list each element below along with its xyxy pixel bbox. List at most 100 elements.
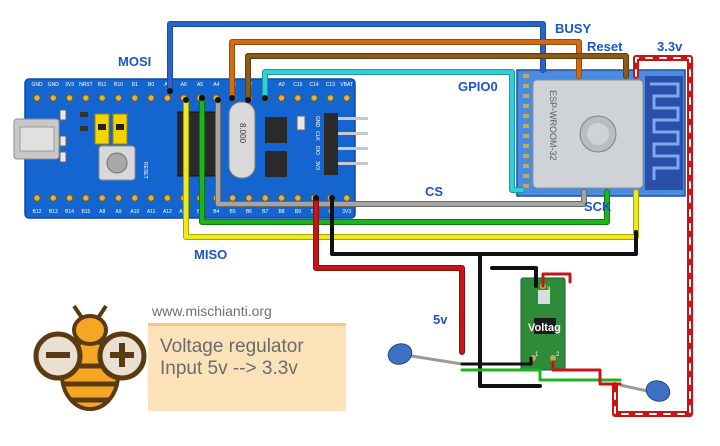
pin-label: A10 [130,209,139,215]
pin-label: B5 [230,209,236,215]
pin-pad [147,94,155,102]
svg-text:CLK: CLK [314,131,320,141]
pin-pad [65,94,74,102]
pin-label: B8 [278,209,284,215]
pin-pad [33,94,41,102]
pin-label: A11 [147,209,156,215]
wire-gnd [330,196,638,256]
label-3v3: 3.3v [657,39,683,54]
pin-pad [294,194,302,202]
wire-miso [184,98,638,239]
svg-text:2: 2 [556,352,560,358]
label-reset: Reset [587,39,623,54]
svg-text:8.000: 8.000 [238,123,247,144]
pin-label: C15 [293,82,302,88]
wires [167,21,693,417]
pin-pad [228,194,237,202]
label-miso: MISO [194,247,227,262]
pin-pad [343,94,351,102]
pin-label: 3V3 [65,82,74,88]
label-mosi: MOSI [118,54,151,69]
pin-label: NRST [79,82,93,88]
pin-pad [33,194,41,202]
pin-label: A0 [278,82,284,88]
pin-pad [131,194,139,202]
wire-mosi [168,22,545,93]
pin-pad [65,194,74,202]
pin-label: A8 [99,209,105,215]
stm32-board: RESET STM32F103C8 8.000 GND CLK DIO 3V3 [13,78,368,219]
pin-pad [49,94,57,102]
module-name: ESP-WROOM-32 [548,90,558,161]
pin-label: A9 [115,209,121,215]
pin-pad [245,194,253,202]
pin-pad [82,194,90,202]
label-sck: SCK [584,199,612,214]
note-text: Voltage regulator Input 5v --> 3.3v [160,336,304,380]
wire-ends [167,88,335,201]
svg-text:3: 3 [547,287,551,293]
pin-label: VBAT [340,82,353,88]
pin-pad [114,194,123,202]
pin-pad [147,194,155,202]
pin-pad [98,94,106,102]
reset-label: RESET [142,162,148,179]
pin-pad [98,194,106,202]
pin-label: B0 [148,82,154,88]
pin-label: C13 [326,82,335,88]
pin-label: A12 [163,209,172,215]
esp32-module: ESP-WROOM-32 [516,69,686,197]
label-5v: 5v [433,312,448,327]
pin-label: B10 [114,82,123,88]
wire-sck [200,96,609,224]
note-box: Voltage regulator Input 5v --> 3.3v [148,323,346,411]
bee-logo [33,304,147,411]
svg-text:1: 1 [535,352,539,358]
pin-label: B12 [33,209,42,215]
label-gpio0: GPIO0 [458,79,498,94]
svg-text:DIO: DIO [314,146,320,155]
pin-pad [114,94,123,102]
website-label: www.mischianti.org [152,303,272,319]
pin-label: GND [31,82,43,88]
pin-label: B6 [246,209,252,215]
wire-5v [314,196,464,354]
wire-gpio0 [263,70,524,192]
swd-header: GND CLK DIO 3V3 [314,113,368,175]
svg-text:GND: GND [314,116,320,128]
pin-pad [310,94,318,102]
pin-label: A4 [213,82,219,88]
note-line-2: Input 5v --> 3.3v [160,358,298,379]
pin-pad [261,194,269,202]
pin-label: B14 [65,209,74,215]
pin-pad [277,194,286,202]
pin-label: B15 [81,209,90,215]
voltage-regulator: Voltag 1 2 3 [520,277,566,371]
pin-label: 3V3 [342,209,351,215]
pin-label: B13 [49,209,58,215]
pin-label: C14 [310,82,319,88]
pin-pad [277,94,286,102]
label-busy: BUSY [555,21,591,36]
pin-pad [294,94,302,102]
pin-label: B1 [132,82,138,88]
wire-cs [216,98,586,206]
wire-brown [246,54,628,102]
pin-pad [131,94,139,102]
note-line-1: Voltage regulator [160,336,304,357]
pin-pad [163,94,172,102]
pin-label: GND [48,82,60,88]
pin-pad [49,194,57,202]
pin-label: B9 [295,209,301,215]
pin-pad [163,194,172,202]
pin-label: A5 [197,82,203,88]
pin-pad [82,94,90,102]
pin-pad [343,194,351,202]
pin-pad [326,94,335,102]
pin-label: B11 [98,82,107,88]
capacitor-input [387,343,463,366]
svg-text:Voltag: Voltag [528,322,561,334]
